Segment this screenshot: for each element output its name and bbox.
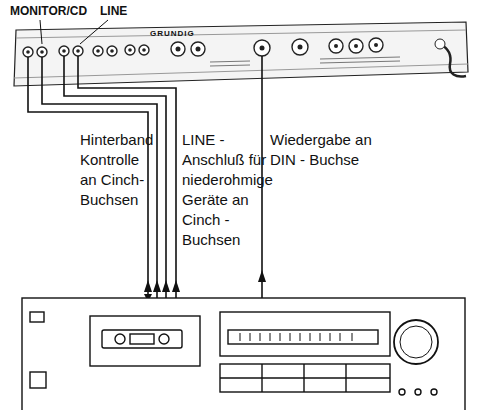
rear-panel: [14, 22, 468, 86]
annotation: LINE - Anschluß für niederohmige Geräte …: [182, 130, 275, 250]
connector-label: MONITOR/CD: [10, 4, 110, 18]
cassette-deck: [22, 298, 465, 410]
leader-line: [40, 20, 108, 44]
arrowhead: [144, 270, 266, 292]
brand-name: GRUNDIG: [150, 29, 210, 38]
annotation: Wiedergabe an DIN - Buchse: [270, 130, 400, 170]
connector-label: LINE: [100, 4, 150, 18]
annotation: Hinterband Kontrolle an Cinch-Buchsen: [80, 130, 155, 210]
